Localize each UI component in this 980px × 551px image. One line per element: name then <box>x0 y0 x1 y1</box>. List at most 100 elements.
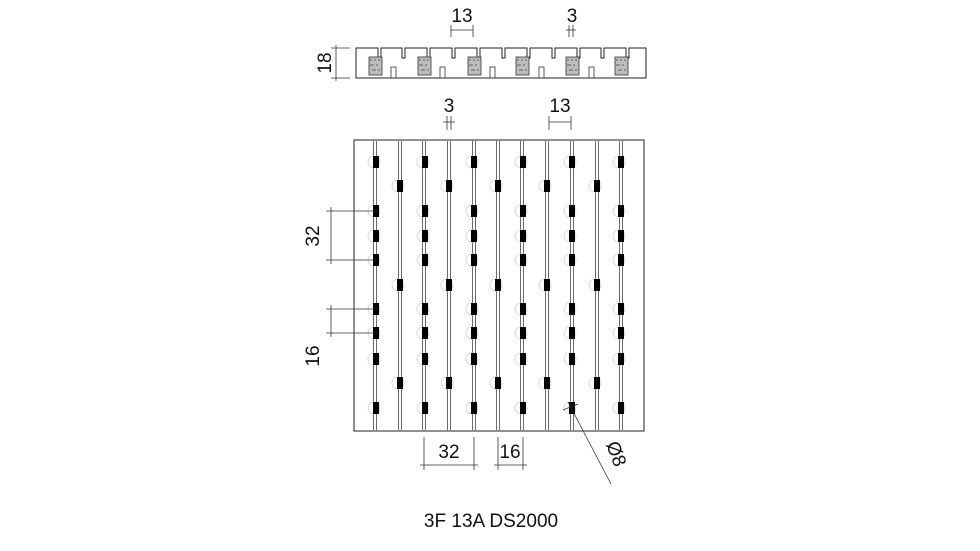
section-outline <box>355 47 647 79</box>
section-insert-stipple <box>525 69 527 71</box>
section-insert-stipple <box>372 64 374 66</box>
section-insert-stipple <box>374 69 376 71</box>
plan-hole <box>422 205 428 217</box>
section-insert-stipple <box>573 64 575 66</box>
section-insert-stipple <box>622 64 624 66</box>
section-insert-stipple <box>473 69 475 71</box>
plan-holes <box>367 155 626 415</box>
dim-section-slot-pitch: 13 <box>450 6 474 37</box>
dim-label-plan-col-pitch: 32 <box>438 442 459 463</box>
section-insert-stipple <box>575 69 577 71</box>
section-insert-stipple <box>575 59 577 61</box>
section-insert-stipple <box>517 59 519 61</box>
plan-view: 3 13 32 16 32 <box>303 96 645 485</box>
dim-label-plan-slot-pitch: 13 <box>549 96 570 117</box>
plan-hole <box>544 180 550 192</box>
section-notch <box>390 66 397 79</box>
section-insert-stipple <box>620 59 622 61</box>
dim-label-plan-row-offset: 16 <box>303 345 324 366</box>
plan-hole <box>520 156 526 168</box>
dim-plan-slot-width: 3 <box>443 96 455 130</box>
plan-hole <box>422 303 428 315</box>
plan-hole <box>618 402 624 414</box>
plan-hole <box>520 205 526 217</box>
section-insert-stipple <box>372 69 374 71</box>
plan-hole <box>520 353 526 365</box>
plan-hole <box>618 230 624 242</box>
plan-hole <box>471 156 477 168</box>
section-insert-stipple <box>569 69 571 71</box>
plan-hole <box>569 353 575 365</box>
plan-hole <box>520 254 526 266</box>
section-view: 18 13 3 <box>315 6 647 81</box>
section-insert-stipple <box>471 69 473 71</box>
section-insert-stipple <box>618 69 620 71</box>
section-insert-stipple <box>618 64 620 66</box>
plan-hole <box>618 156 624 168</box>
section-notch <box>588 66 595 79</box>
section-insert-stipple <box>370 59 372 61</box>
section-insert-stipple <box>569 64 571 66</box>
section-insert-stipple <box>473 59 475 61</box>
section-notch <box>489 66 496 79</box>
section-insert-stipple <box>567 59 569 61</box>
plan-hole <box>618 205 624 217</box>
section-insert-stipple <box>624 59 626 61</box>
section-notch <box>538 66 545 79</box>
plan-hole <box>495 180 501 192</box>
section-insert-stipple <box>523 64 525 66</box>
plan-hole <box>422 230 428 242</box>
plan-hole <box>544 279 550 291</box>
section-insert-stipple <box>370 64 372 66</box>
section-insert-stipple <box>469 64 471 66</box>
plan-hole <box>397 279 403 291</box>
plan-hole <box>569 156 575 168</box>
plan-hole <box>594 377 600 389</box>
section-insert-stipple <box>624 69 626 71</box>
section-insert-stipple <box>423 59 425 61</box>
section-insert-stipple <box>376 64 378 66</box>
plan-hole <box>618 254 624 266</box>
plan-hole <box>520 327 526 339</box>
plan-hole <box>373 156 379 168</box>
plan-hole <box>422 402 428 414</box>
plan-hole <box>569 254 575 266</box>
plan-hole <box>495 377 501 389</box>
plan-hole <box>569 402 575 414</box>
plan-hole <box>618 327 624 339</box>
section-insert-stipple <box>378 59 380 61</box>
plan-hole <box>569 303 575 315</box>
section-insert-stipple <box>374 59 376 61</box>
plan-hole <box>471 303 477 315</box>
drawing-caption: 3F 13A DS2000 <box>424 511 558 532</box>
section-insert-stipple <box>427 59 429 61</box>
section-insert-stipple <box>525 59 527 61</box>
plan-hole <box>471 254 477 266</box>
section-insert-stipple <box>521 69 523 71</box>
plan-hole <box>373 353 379 365</box>
plan-hole <box>373 402 379 414</box>
section-insert-stipple <box>419 59 421 61</box>
plan-hole <box>520 230 526 242</box>
plan-outline <box>353 139 645 432</box>
plan-hole <box>569 205 575 217</box>
plan-hole <box>520 303 526 315</box>
plan-hole <box>397 180 403 192</box>
plan-hole <box>618 303 624 315</box>
plan-hole <box>422 353 428 365</box>
section-insert-stipple <box>517 64 519 66</box>
plan-hole <box>422 156 428 168</box>
dim-label-plan-row-pitch: 32 <box>303 225 324 246</box>
plan-hole <box>373 230 379 242</box>
dim-label-plan-col-offset: 16 <box>499 442 520 463</box>
section-insert-stipple <box>477 59 479 61</box>
plan-hole <box>594 180 600 192</box>
section-insert-stipple <box>519 69 521 71</box>
plan-hole <box>594 279 600 291</box>
dim-label-section-slot-pitch: 13 <box>451 6 472 27</box>
section-insert-stipple <box>571 59 573 61</box>
dim-section-height: 18 <box>315 45 350 81</box>
plan-hole <box>569 327 575 339</box>
dim-label-plan-slot-width: 3 <box>444 96 455 117</box>
